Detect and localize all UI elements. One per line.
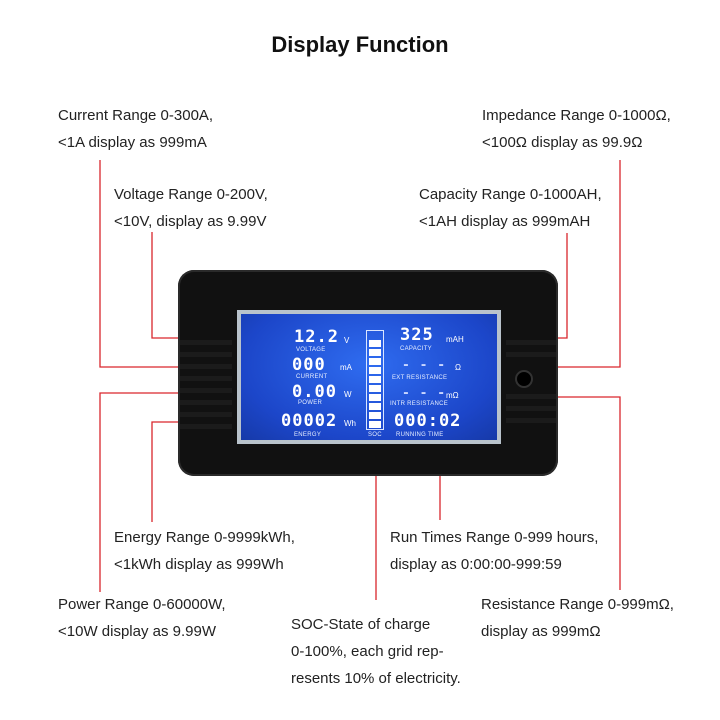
vent-right-1	[506, 340, 556, 345]
note-current: Current Range 0-300A, <1A display as 999…	[58, 102, 213, 156]
note-resistance-line1: Resistance Range 0-999mΩ,	[481, 596, 674, 613]
intr-resistance-unit: mΩ	[446, 391, 459, 400]
note-soc: SOC-State of charge 0-100%, each grid re…	[291, 611, 461, 692]
soc-grid-5	[369, 385, 381, 392]
note-resistance: Resistance Range 0-999mΩ, display as 999…	[481, 591, 674, 645]
note-power-line2: <10W display as 9.99W	[58, 623, 216, 640]
soc-grid-7	[369, 367, 381, 374]
running-time-value: 000:02	[394, 411, 462, 431]
note-current-line2: <1A display as 999mA	[58, 134, 207, 151]
note-soc-line2: 0-100%, each grid rep-	[291, 643, 444, 660]
note-voltage-line2: <10V, display as 9.99V	[114, 213, 267, 230]
vent-left-8	[180, 424, 232, 429]
soc-grid-4	[369, 394, 381, 401]
note-impedance: Impedance Range 0-1000Ω, <100Ω display a…	[482, 102, 671, 156]
current-label: CURRENT	[296, 374, 328, 380]
note-runtime-line2: display as 0:00:00-999:59	[390, 556, 562, 573]
energy-value: 00002	[281, 411, 338, 431]
soc-gauge	[366, 330, 384, 430]
note-impedance-line2: <100Ω display as 99.9Ω	[482, 134, 643, 151]
voltage-value: 12.2	[294, 327, 339, 347]
note-energy: Energy Range 0-9999kWh, <1kWh display as…	[114, 524, 295, 578]
vent-left-1	[180, 340, 232, 345]
note-soc-line3: resents 10% of electricity.	[291, 670, 461, 687]
ext-resistance-label: EXT RESISTANCE	[392, 375, 448, 381]
ext-resistance-value: - - -	[402, 358, 447, 373]
soc-grid-3	[369, 403, 381, 410]
note-power-line1: Power Range 0-60000W,	[58, 596, 226, 613]
note-resistance-line2: display as 999mΩ	[481, 623, 601, 640]
note-energy-line2: <1kWh display as 999Wh	[114, 556, 284, 573]
capacity-unit: mAH	[446, 335, 464, 344]
current-unit: mA	[340, 363, 352, 372]
soc-grid-9	[369, 349, 381, 356]
note-current-line1: Current Range 0-300A,	[58, 107, 214, 124]
energy-unit: Wh	[344, 419, 356, 428]
note-impedance-line1: Impedance Range 0-1000Ω,	[482, 107, 671, 124]
intr-resistance-label: INTR RESISTANCE	[390, 401, 449, 407]
power-value: 0.00	[292, 382, 337, 402]
power-unit: W	[344, 390, 352, 399]
voltage-label: VOLTAGE	[296, 347, 326, 353]
vent-left-6	[180, 400, 232, 405]
vent-left-4	[180, 376, 232, 381]
energy-label: ENERGY	[294, 432, 322, 438]
voltage-unit: V	[344, 336, 350, 345]
note-capacity-line2: <1AH display as 999mAH	[419, 213, 591, 230]
vent-right-3	[506, 394, 556, 399]
soc-grid-8	[369, 358, 381, 365]
note-voltage-line1: Voltage Range 0-200V,	[114, 186, 268, 203]
note-voltage: Voltage Range 0-200V, <10V, display as 9…	[114, 181, 268, 235]
page-title: Display Function	[271, 32, 449, 57]
note-runtime: Run Times Range 0-999 hours, display as …	[390, 524, 598, 578]
vent-left-2	[180, 352, 232, 357]
vent-left-3	[180, 364, 232, 369]
vent-right-5	[506, 418, 556, 423]
intr-resistance-value: - - -	[402, 386, 447, 401]
soc-grid-6	[369, 376, 381, 383]
vent-right-4	[506, 406, 556, 411]
soc-grid-1	[369, 421, 381, 428]
ext-resistance-unit: Ω	[455, 363, 461, 372]
soc-grid-2	[369, 412, 381, 419]
note-soc-line1: SOC-State of charge	[291, 616, 431, 633]
note-capacity-line1: Capacity Range 0-1000AH,	[419, 186, 602, 203]
soc-grid-10	[369, 340, 381, 347]
running-time-label: RUNNING TIME	[396, 432, 444, 438]
note-energy-line1: Energy Range 0-9999kWh,	[114, 529, 295, 546]
soc-label: SOC	[368, 432, 382, 438]
power-label: POWER	[298, 400, 323, 406]
note-power: Power Range 0-60000W, <10W display as 9.…	[58, 591, 226, 645]
reset-button[interactable]	[515, 370, 533, 388]
note-capacity: Capacity Range 0-1000AH, <1AH display as…	[419, 181, 602, 235]
capacity-value: 325	[400, 325, 434, 345]
vent-left-5	[180, 388, 232, 393]
capacity-label: CAPACITY	[400, 346, 432, 352]
vent-left-7	[180, 412, 232, 417]
current-value: 000	[292, 355, 326, 375]
vent-right-2	[506, 352, 556, 357]
note-runtime-line1: Run Times Range 0-999 hours,	[390, 529, 599, 546]
